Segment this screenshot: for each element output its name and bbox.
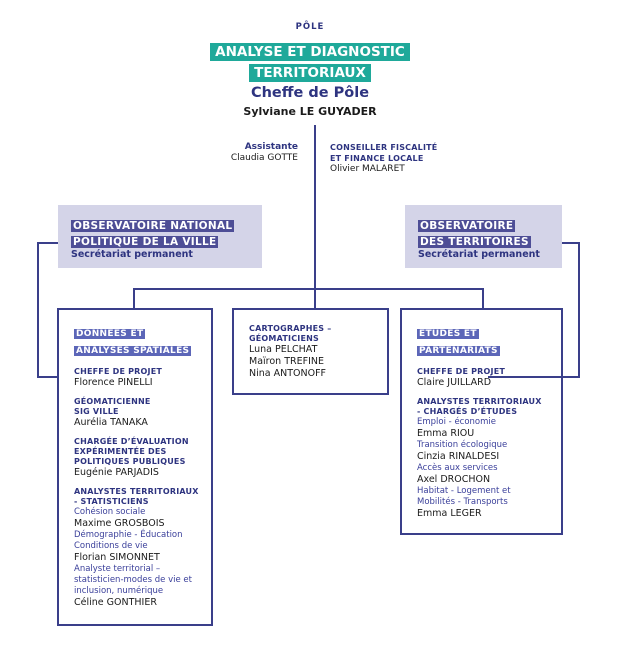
connector-main-vertical bbox=[314, 125, 316, 290]
observatory-national-title-line1: OBSERVATOIRE NATIONAL bbox=[71, 220, 235, 232]
chief-title: Cheffe de Pôle bbox=[250, 85, 370, 101]
specialty-label: Analyste territorial – bbox=[74, 564, 161, 574]
member-name: Florian SIMONNET bbox=[74, 552, 160, 563]
group-analystes-charges-etudes: ANALYSTES TERRITORIAUX - CHARGÉS D’ÉTUDE… bbox=[417, 397, 561, 520]
group-analystes-statisticiens: ANALYSTES TERRITORIAUX - STATISTICIENS C… bbox=[74, 487, 211, 609]
connector-right-drop bbox=[482, 288, 484, 309]
connector-obs-left-h2 bbox=[37, 376, 70, 378]
role-label: CHARGÉE D’ÉVALUATION bbox=[74, 437, 189, 446]
connector-obs-right-h2 bbox=[488, 376, 580, 378]
pole-title-line1: ANALYSE ET DIAGNOSTIC bbox=[210, 43, 410, 61]
role-label: GÉOMATICIENNE bbox=[74, 397, 151, 406]
member-name: Cinzia RINALDESI bbox=[417, 451, 500, 462]
member-name: Axel DROCHON bbox=[417, 474, 491, 485]
cartographes-role-line2: GÉOMATICIENS bbox=[249, 334, 319, 343]
unit-etudes-title-line2: PARTENARIATS bbox=[417, 346, 500, 356]
connector-left-drop bbox=[133, 288, 135, 309]
observatory-territoires-title-line2: DES TERRITOIRES bbox=[418, 236, 531, 248]
observatory-national-subtitle: Secrétariat permanent bbox=[71, 249, 193, 260]
connector-horizontal bbox=[133, 288, 484, 290]
observatory-national-title-line2: POLITIQUE DE LA VILLE bbox=[71, 236, 219, 248]
unit-etudes-box: ÉTUDES ET PARTENARIATS CHEFFE DE PROJET … bbox=[400, 308, 563, 535]
group-cheffe-projet: CHEFFE DE PROJET Claire JUILLARD bbox=[417, 367, 561, 389]
specialty-label: Accès aux services bbox=[417, 463, 498, 473]
unit-etudes-title-line1: ÉTUDES ET bbox=[417, 329, 479, 339]
observatory-territoires-subtitle: Secrétariat permanent bbox=[418, 249, 540, 260]
connector-obs-left-v bbox=[37, 242, 39, 378]
observatory-territoires-box: OBSERVATOIRE DES TERRITOIRES Secrétariat… bbox=[405, 205, 562, 268]
advisor-name: Olivier MALARET bbox=[330, 164, 405, 174]
specialty-label: Démographie - Éducation bbox=[74, 530, 183, 540]
member-name: Emma RIOU bbox=[417, 428, 475, 439]
member-name: Maxime GROSBOIS bbox=[74, 518, 165, 529]
cartographes-role-line1: CARTOGRAPHES – bbox=[249, 324, 332, 333]
role-label: CHEFFE DE PROJET bbox=[74, 367, 163, 376]
specialty-label: inclusion, numérique bbox=[74, 586, 164, 596]
chief-name: Sylviane LE GUYADER bbox=[243, 105, 377, 118]
assistant: Assistante Claudia GOTTE bbox=[231, 142, 298, 164]
role-label: CHEFFE DE PROJET bbox=[417, 367, 506, 376]
group-chargee-evaluation: CHARGÉE D’ÉVALUATION EXPÉRIMENTÉE DES PO… bbox=[74, 437, 211, 479]
member-name: Emma LEGER bbox=[417, 508, 482, 519]
role-label: ANALYSTES TERRITORIAUX bbox=[417, 397, 542, 406]
advisor-role-line1: CONSEILLER FISCALITÉ bbox=[330, 143, 438, 152]
role-label: - STATISTICIENS bbox=[74, 497, 149, 506]
role-label: - CHARGÉS D’ÉTUDES bbox=[417, 407, 518, 416]
role-label: ANALYSTES TERRITORIAUX bbox=[74, 487, 199, 496]
unit-donnees-box: DONNÉES ET ANALYSES SPATIALES CHEFFE DE … bbox=[57, 308, 213, 626]
specialty-label: Habitat - Logement et bbox=[417, 486, 511, 496]
observatory-territoires-title-line1: OBSERVATOIRE bbox=[418, 220, 516, 232]
specialty-label: Emploi - économie bbox=[417, 417, 497, 427]
group-cheffe-projet: CHEFFE DE PROJET Florence PINELLI bbox=[74, 367, 211, 389]
unit-donnees-title-line1: DONNÉES ET bbox=[74, 329, 146, 339]
member-name: Maïron TREFINE bbox=[249, 356, 324, 367]
advisor-role-line2: ET FINANCE LOCALE bbox=[330, 154, 424, 163]
role-label: EXPÉRIMENTÉE DES bbox=[74, 447, 167, 456]
specialty-label: Transition écologique bbox=[417, 440, 508, 450]
role-label: SIG VILLE bbox=[74, 407, 119, 416]
connector-obs-left-h bbox=[37, 242, 59, 244]
pole-label: PÔLE bbox=[295, 22, 325, 32]
member-name: Nina ANTONOFF bbox=[249, 368, 327, 379]
member-name: Eugénie PARJADIS bbox=[74, 467, 159, 478]
member-name: Aurélia TANAKA bbox=[74, 417, 148, 428]
connector-mid-drop bbox=[314, 288, 316, 309]
specialty-label: Conditions de vie bbox=[74, 541, 148, 551]
role-label: POLITIQUES PUBLIQUES bbox=[74, 457, 186, 466]
unit-cartographes-box: CARTOGRAPHES – GÉOMATICIENS Luna PELCHAT… bbox=[232, 308, 389, 395]
specialty-label: Cohésion sociale bbox=[74, 507, 146, 517]
unit-donnees-title-line2: ANALYSES SPATIALES bbox=[74, 346, 192, 356]
specialty-label: statisticien-modes de vie et bbox=[74, 575, 192, 585]
pole-title: ANALYSE ET DIAGNOSTIC TERRITORIAUX bbox=[0, 41, 620, 83]
pole-title-line2: TERRITORIAUX bbox=[249, 64, 371, 82]
specialty-label: Mobilités - Transports bbox=[417, 497, 508, 507]
assistant-name: Claudia GOTTE bbox=[230, 153, 298, 163]
member-name: Florence PINELLI bbox=[74, 377, 153, 388]
observatory-national-box: OBSERVATOIRE NATIONAL POLITIQUE DE LA VI… bbox=[58, 205, 262, 268]
group-geomaticienne: GÉOMATICIENNE SIG VILLE Aurélia TANAKA bbox=[74, 397, 211, 429]
connector-obs-right-v bbox=[578, 242, 580, 378]
member-name: Luna PELCHAT bbox=[249, 344, 318, 355]
member-name: Céline GONTHIER bbox=[74, 597, 157, 608]
connector-obs-right-h bbox=[561, 242, 580, 244]
assistant-role: Assistante bbox=[244, 142, 298, 152]
advisor: CONSEILLER FISCALITÉ ET FINANCE LOCALE O… bbox=[330, 142, 437, 175]
member-name: Claire JUILLARD bbox=[417, 377, 492, 388]
